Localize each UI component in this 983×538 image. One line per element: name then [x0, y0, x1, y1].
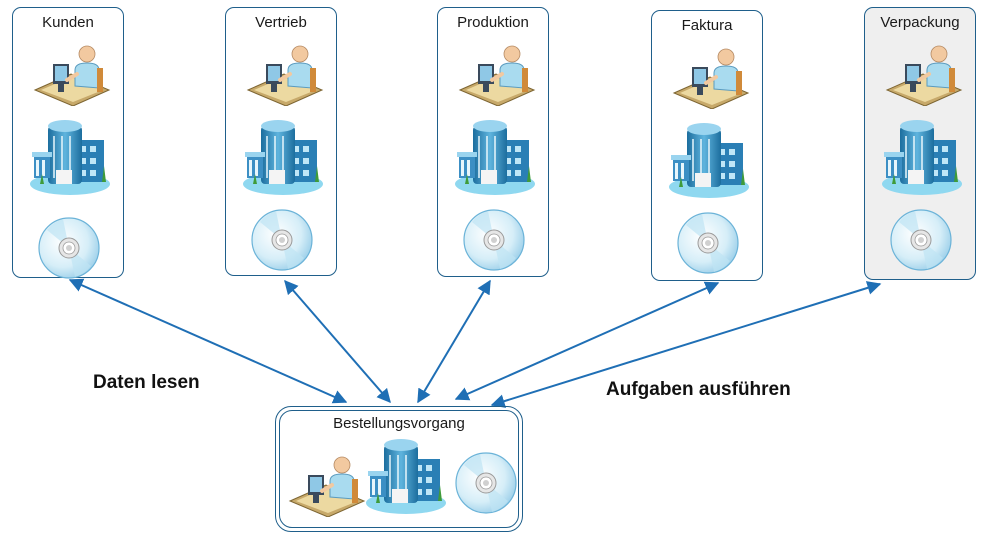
building-icon: [451, 116, 537, 196]
module-produktion: Produktion: [437, 7, 549, 277]
module-title: Faktura: [681, 17, 733, 34]
building-icon: [665, 119, 751, 199]
cd-disc-icon: [250, 208, 314, 272]
order-process-box: Bestellungsvorgang: [275, 406, 523, 532]
building-icon: [239, 116, 325, 196]
workstation-user-icon: [286, 455, 366, 517]
module-vertrieb: Vertrieb: [225, 7, 337, 276]
workstation-user-icon: [456, 44, 536, 106]
arrow-verpackung: [490, 281, 882, 408]
arrow-produktion: [417, 279, 491, 404]
workstation-user-icon: [670, 47, 750, 109]
workstation-user-icon: [883, 44, 963, 106]
arrow-vertrieb: [284, 279, 391, 404]
workstation-user-icon: [244, 44, 324, 106]
cd-disc-icon: [37, 216, 101, 280]
module-title: Kunden: [42, 14, 94, 31]
cd-disc-icon: [889, 208, 953, 272]
module-kunden: Kunden: [12, 7, 124, 280]
cd-disc-icon: [454, 451, 518, 515]
building-icon: [362, 435, 448, 515]
label-data-read: Daten lesen: [93, 372, 200, 393]
module-title: Vertrieb: [255, 14, 307, 31]
label-perform-tasks: Aufgaben ausführen: [606, 379, 791, 400]
module-faktura: Faktura: [651, 10, 763, 281]
module-title: Produktion: [457, 14, 529, 31]
cd-disc-icon: [462, 208, 526, 272]
module-verpackung: Verpackung: [864, 7, 976, 280]
building-icon: [878, 116, 964, 196]
order-process-title: Bestellungsvorgang: [333, 415, 465, 432]
building-icon: [26, 116, 112, 196]
workstation-user-icon: [31, 44, 111, 106]
cd-disc-icon: [676, 211, 740, 275]
order-process-inner-frame: [279, 410, 519, 528]
module-title: Verpackung: [880, 14, 960, 31]
